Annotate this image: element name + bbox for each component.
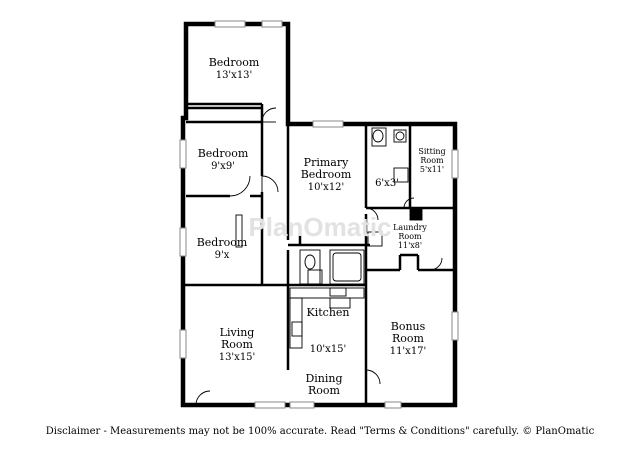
windows: [179, 20, 459, 409]
room-labels: Bedroom 13'x13' Bedroom 9'x9' Bedroom 9'…: [197, 56, 446, 397]
laundry-room-line1: Laundry: [393, 223, 427, 232]
bonus-room-line2: Room: [392, 332, 425, 345]
living-room-dims: 13'x15': [219, 352, 256, 363]
living-room-line2: Room: [221, 338, 254, 351]
laundry-room-line2: Room: [398, 232, 422, 241]
sitting-room-dims: 5'x11': [420, 165, 444, 174]
primary-bedroom-dims: 10'x12': [308, 182, 345, 193]
primary-bedroom-line2: Bedroom: [301, 168, 352, 181]
bonus-room-dims: 11'x17': [390, 346, 427, 357]
bath-closet-dims: 6'x3': [375, 178, 399, 189]
exterior-walls: [180, 21, 458, 408]
doors: [195, 107, 443, 406]
dining-room-line2: Room: [308, 384, 341, 397]
sitting-room-line1: Sitting: [418, 147, 445, 156]
bedroom-top-name: Bedroom: [209, 56, 260, 69]
kitchen-dims: 10'x15': [310, 344, 347, 355]
bedroom-top-dims: 13'x13': [216, 70, 253, 81]
watermark: PlanOmatic: [248, 212, 391, 242]
kitchen-name: Kitchen: [307, 306, 350, 319]
fixtures: [235, 127, 423, 349]
bedroom-mid-name: Bedroom: [198, 147, 249, 160]
sitting-room-line2: Room: [420, 156, 444, 165]
interior-walls: [183, 102, 455, 405]
primary-bedroom-line1: Primary: [304, 156, 349, 169]
laundry-room-dims: 11'x8': [398, 241, 422, 250]
bedroom-small-name: Bedroom: [197, 236, 248, 249]
living-room-line1: Living: [220, 326, 255, 339]
bedroom-small-dims: 9'x: [215, 250, 230, 261]
dining-room-line1: Dining: [305, 372, 342, 385]
disclaimer-text: Disclaimer - Measurements may not be 100…: [45, 426, 595, 437]
bonus-room-line1: Bonus: [391, 320, 426, 333]
bedroom-mid-dims: 9'x9': [211, 161, 235, 172]
